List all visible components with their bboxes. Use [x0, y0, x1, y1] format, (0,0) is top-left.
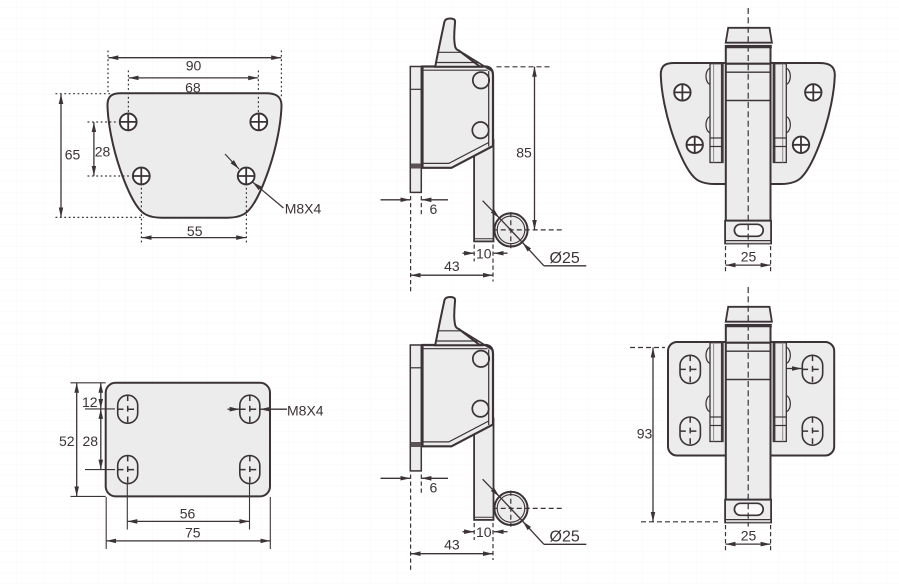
svg-text:52: 52 [59, 433, 75, 449]
svg-text:75: 75 [185, 524, 201, 540]
svg-text:M8X4: M8X4 [287, 403, 324, 419]
svg-text:68: 68 [185, 80, 201, 96]
svg-text:56: 56 [180, 506, 196, 522]
svg-text:28: 28 [83, 433, 99, 449]
svg-text:12: 12 [82, 394, 98, 410]
svg-text:93: 93 [637, 426, 653, 442]
svg-text:65: 65 [65, 147, 81, 163]
svg-text:M8X4: M8X4 [285, 200, 322, 216]
svg-text:85: 85 [516, 145, 532, 161]
svg-text:55: 55 [187, 223, 203, 239]
svg-text:28: 28 [95, 144, 111, 160]
svg-text:90: 90 [186, 57, 202, 73]
